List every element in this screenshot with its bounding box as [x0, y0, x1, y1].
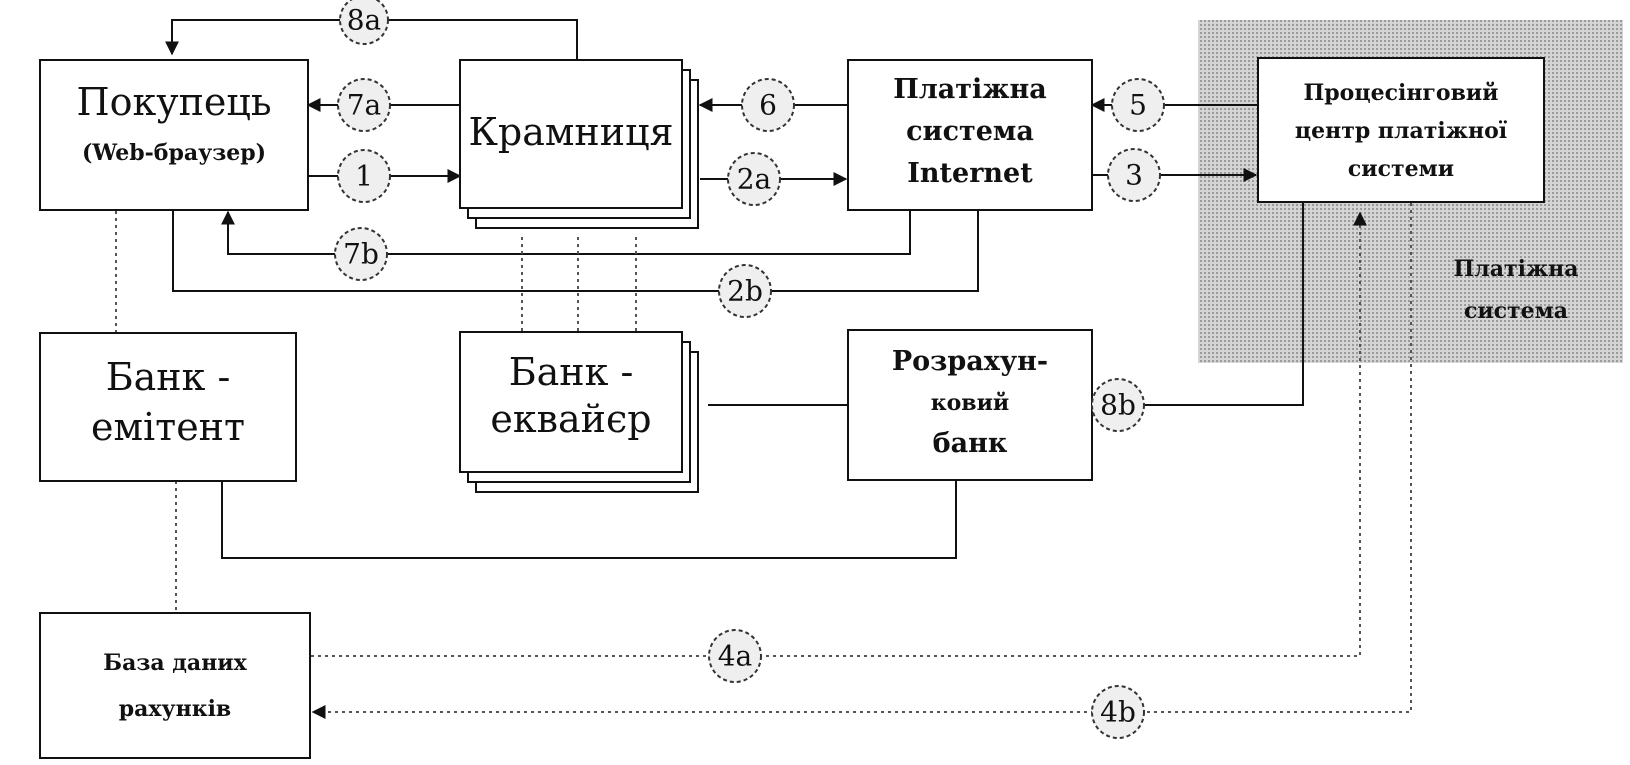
step-3-label: 3 — [1125, 159, 1143, 192]
step-4b: 4b — [1091, 685, 1145, 739]
step-6: 6 — [741, 78, 795, 132]
step-2b: 2b — [718, 264, 772, 318]
node-accounts-db: База даних рахунків — [39, 612, 311, 759]
step-2a: 2a — [727, 152, 781, 206]
step-4b-label: 4b — [1100, 696, 1136, 729]
payment-system-label-1: Платіжна — [1453, 256, 1578, 282]
step-1-label: 1 — [355, 160, 373, 193]
node-shop: Крамниця — [459, 59, 699, 229]
db-label-1: База даних — [103, 650, 247, 676]
shop-label: Крамниця — [468, 110, 673, 154]
step-7b-label: 7b — [343, 238, 379, 271]
step-3: 3 — [1107, 148, 1161, 202]
flow-4a — [311, 211, 1367, 657]
node-settlement-bank: Розрахун- ковий банк — [847, 329, 1093, 481]
flow-8b — [1090, 203, 1304, 412]
step-6-label: 6 — [759, 89, 777, 122]
settlement-label-1: Розрахун- — [892, 346, 1048, 377]
step-2b-label: 2b — [727, 275, 763, 308]
step-8b: 8b — [1091, 378, 1145, 432]
issuer-label-1: Банк - — [106, 355, 231, 399]
step-5: 5 — [1111, 78, 1165, 132]
acquirer-label-2: еквайєр — [490, 397, 651, 441]
processing-label-3: системи — [1348, 156, 1454, 182]
internet-payment-label-3: Internet — [907, 158, 1033, 189]
step-8b-label: 8b — [1100, 389, 1136, 422]
node-acquirer-bank: Банк - еквайєр — [459, 331, 699, 493]
db-label-2: рахунків — [119, 696, 231, 722]
step-7a: 7a — [337, 78, 391, 132]
step-1: 1 — [337, 149, 391, 203]
flow-7b — [221, 210, 911, 255]
buyer-label-2: (Web-браузер) — [82, 140, 266, 166]
payment-system-caption: Платіжна система — [1453, 256, 1578, 324]
step-2a-label: 2a — [737, 163, 772, 196]
settlement-label-3: банк — [933, 428, 1008, 459]
node-internet-payment: Платіжна система Internet — [847, 59, 1093, 211]
step-4a-label: 4a — [718, 640, 753, 673]
internet-payment-label-2: система — [906, 116, 1034, 147]
step-8a-label: 8a — [347, 4, 382, 37]
buyer-label-1: Покупець — [76, 80, 271, 124]
settlement-label-2: ковий — [931, 390, 1009, 416]
issuer-label-2: емітент — [91, 405, 245, 449]
processing-label-1: Процесінговий — [1303, 80, 1498, 106]
node-buyer: Покупець (Web-браузер) — [39, 59, 309, 211]
flow-4b — [311, 203, 1412, 719]
flow-2b — [172, 211, 979, 292]
processing-label-2: центр платіжної — [1295, 118, 1508, 144]
node-processing-center: Процесінговий центр платіжної системи — [1257, 57, 1545, 203]
payment-system-label-2: система — [1464, 298, 1568, 324]
acquirer-label-1: Банк - — [509, 350, 634, 394]
step-4a: 4a — [708, 629, 762, 683]
step-7a-label: 7a — [347, 89, 382, 122]
link-issuer-settlement — [221, 481, 957, 559]
node-issuer-bank: Банк - емітент — [39, 332, 297, 482]
step-8a: 8a — [339, 0, 389, 45]
internet-payment-label-1: Платіжна — [893, 74, 1047, 105]
step-5-label: 5 — [1129, 89, 1147, 122]
step-7b: 7b — [334, 227, 388, 281]
